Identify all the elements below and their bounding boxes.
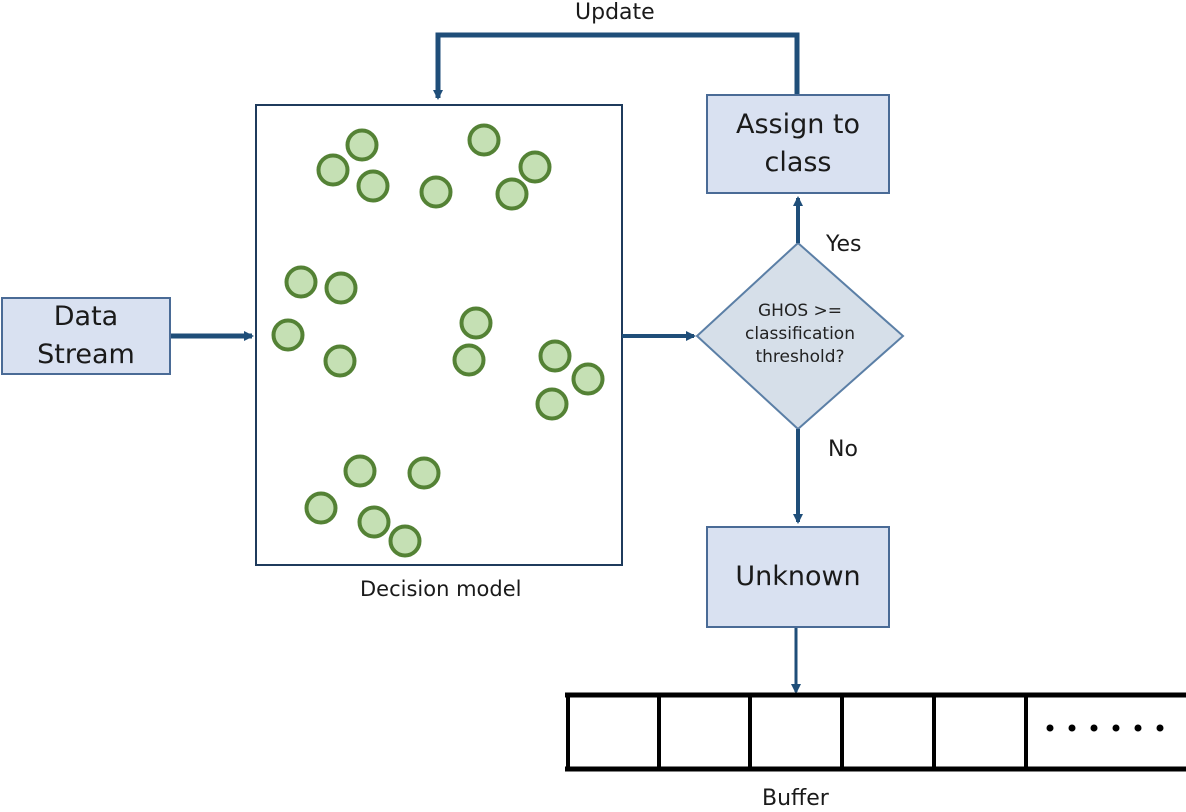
cluster-point	[345, 128, 379, 162]
cluster-point	[357, 505, 391, 539]
data-stream-node: Data Stream	[1, 297, 171, 375]
buffer-dot	[1068, 724, 1076, 732]
assign-to-class-label: Assign to class	[735, 109, 861, 178]
cluster-point	[304, 491, 338, 525]
assign-to-class-node: Assign to class	[706, 94, 890, 194]
buffer-dot	[1090, 724, 1098, 732]
data-stream-label: Data Stream	[37, 301, 135, 370]
cluster-point	[459, 306, 493, 340]
buffer-dot	[1046, 724, 1054, 732]
decision-label: GHOS >= classification threshold?	[745, 301, 855, 367]
cluster-point	[271, 318, 305, 352]
buffer-dot	[1156, 724, 1164, 732]
buffer	[565, 692, 1186, 772]
cluster-point	[323, 344, 357, 378]
cluster-point	[538, 339, 572, 373]
update-label: Update	[575, 0, 655, 25]
cluster-points	[271, 123, 605, 558]
yes-label: Yes	[826, 232, 862, 257]
cluster-point	[407, 456, 441, 490]
cluster-point	[356, 169, 390, 203]
unknown-label: Unknown	[735, 561, 861, 592]
unknown-node: Unknown	[706, 526, 890, 628]
cluster-point	[419, 175, 453, 209]
cluster-point	[571, 362, 605, 396]
cluster-point	[284, 265, 318, 299]
arrow-update-loop	[433, 32, 800, 100]
cluster-point	[343, 454, 377, 488]
cluster-point	[535, 387, 569, 421]
cluster-point	[324, 271, 358, 305]
decision-model-label: Decision model	[360, 577, 522, 601]
buffer-label: Buffer	[762, 786, 829, 811]
cluster-point	[388, 524, 422, 558]
no-label: No	[828, 437, 858, 462]
buffer-ellipsis	[1046, 724, 1164, 732]
cluster-point	[467, 123, 501, 157]
cluster-point	[316, 153, 350, 187]
buffer-dot	[1112, 724, 1120, 732]
buffer-dot	[1134, 724, 1142, 732]
cluster-point	[495, 177, 529, 211]
cluster-point	[518, 150, 552, 184]
cluster-point	[452, 343, 486, 377]
